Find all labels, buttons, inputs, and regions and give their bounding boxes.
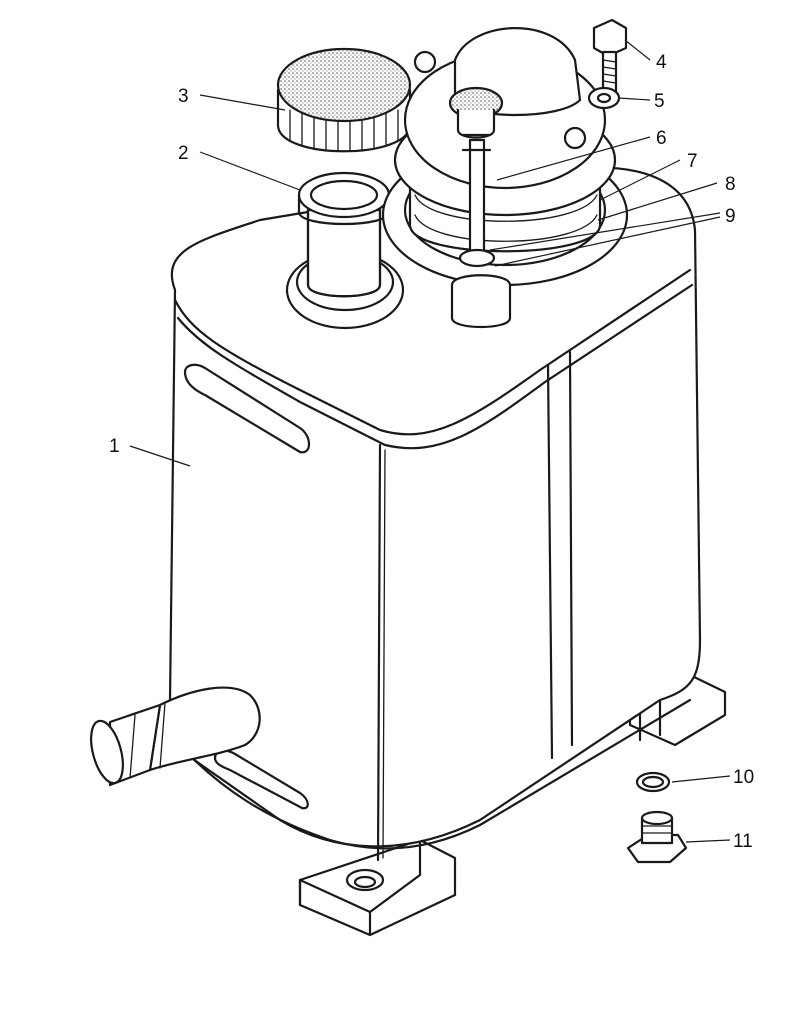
leader-7 <box>599 159 681 201</box>
leader-3 <box>199 94 286 111</box>
callout-2: 2 <box>178 143 189 164</box>
leader-5 <box>617 97 651 101</box>
leader-9b <box>494 216 721 267</box>
leader-2 <box>199 151 301 191</box>
mounting-foot-left <box>298 838 457 937</box>
drain-washer <box>635 771 671 793</box>
callout-10: 10 <box>733 767 754 788</box>
callout-6: 6 <box>656 128 667 149</box>
outlet-pipe <box>90 686 261 787</box>
callout-11: 11 <box>733 831 753 852</box>
leader-4 <box>624 39 651 61</box>
callout-4: 4 <box>656 52 667 73</box>
leader-1 <box>129 445 191 467</box>
callout-8: 8 <box>725 174 736 195</box>
callout-1: 1 <box>109 436 120 457</box>
tank-body <box>90 166 727 937</box>
drain-plug <box>626 810 688 864</box>
washer <box>587 86 621 110</box>
leader-8 <box>597 182 718 221</box>
leader-lines <box>129 39 731 843</box>
leader-6 <box>496 136 651 181</box>
dipstick <box>448 86 512 329</box>
callout-9: 9 <box>725 206 736 227</box>
leader-10 <box>671 775 731 783</box>
leader-9a <box>489 212 721 251</box>
callouts: 1 2 3 4 5 6 7 8 9 10 11 <box>109 52 754 852</box>
top-housing <box>381 27 629 287</box>
bolt <box>592 18 628 94</box>
callout-3: 3 <box>178 86 189 107</box>
leader-11 <box>685 839 731 843</box>
callout-5: 5 <box>654 91 665 112</box>
filler-neck-strainer <box>285 171 405 330</box>
filler-cap <box>276 47 412 153</box>
callout-7: 7 <box>687 151 698 172</box>
